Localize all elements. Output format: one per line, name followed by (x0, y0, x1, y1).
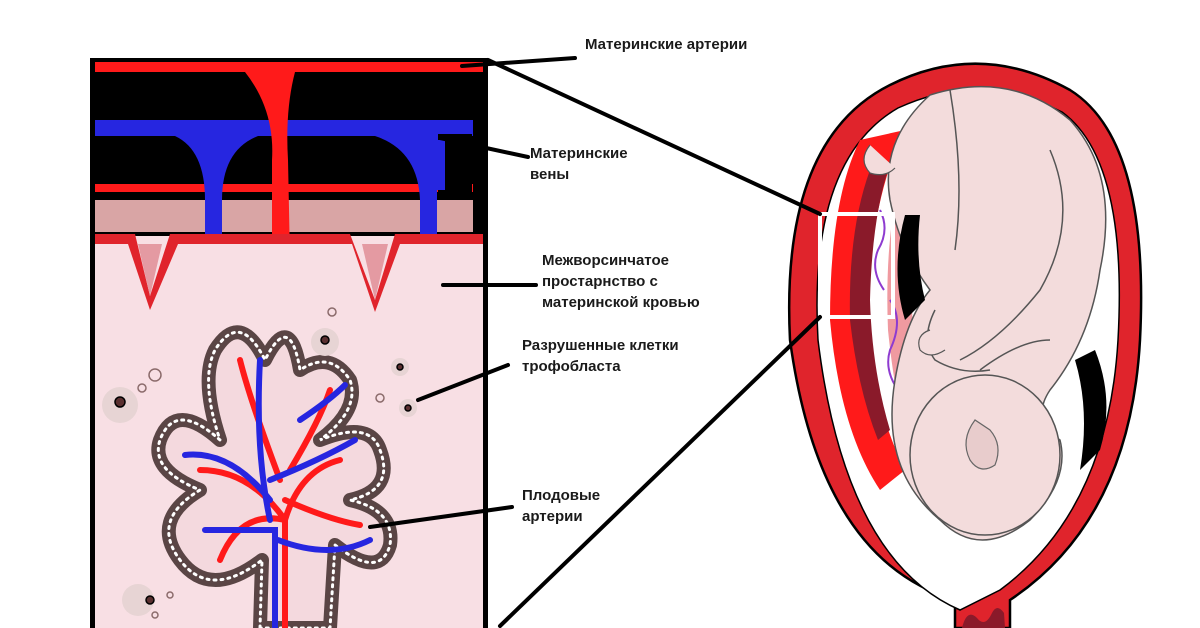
maternal-vein-left (175, 136, 258, 258)
maternal-vein-right (375, 136, 440, 248)
fetus-hand (918, 329, 946, 356)
zoom-connector-top (486, 58, 822, 216)
maternal-artery-trunk (245, 72, 295, 258)
label-fetal-arteries: Плодовые артерии (522, 487, 601, 525)
trophoblast-cell-layer (157, 330, 392, 628)
leader-maternal-veins (438, 136, 530, 159)
label-intervillous-space: Межворсинчатое простарнство с материнско… (542, 252, 700, 311)
trophoblast-debris (102, 307, 417, 619)
zoom-connector-bottom (498, 315, 822, 628)
zoom-region-box (818, 212, 895, 319)
uterus-illustration (788, 62, 1143, 628)
fetus-foot (863, 144, 896, 176)
label-maternal-arteries: Материнские артерии (585, 36, 748, 53)
fetal-artery-red (197, 357, 363, 628)
fetus-ear (965, 419, 999, 470)
leader-maternal-arteries (460, 56, 577, 68)
label-trophoblast-cells: Разрушенные клетки трофобласта (522, 337, 679, 375)
label-maternal-veins: Материнские вены (530, 145, 628, 183)
connector-lines (368, 56, 822, 628)
placenta-section-panel (90, 58, 488, 628)
leader-fetal-arteries (368, 505, 514, 529)
leader-trophoblast-cells (416, 363, 510, 402)
fetal-vein-blue (182, 357, 373, 628)
chorionic-villus (151, 325, 398, 628)
basal-plate (95, 234, 483, 312)
top-artery-band (95, 62, 483, 72)
